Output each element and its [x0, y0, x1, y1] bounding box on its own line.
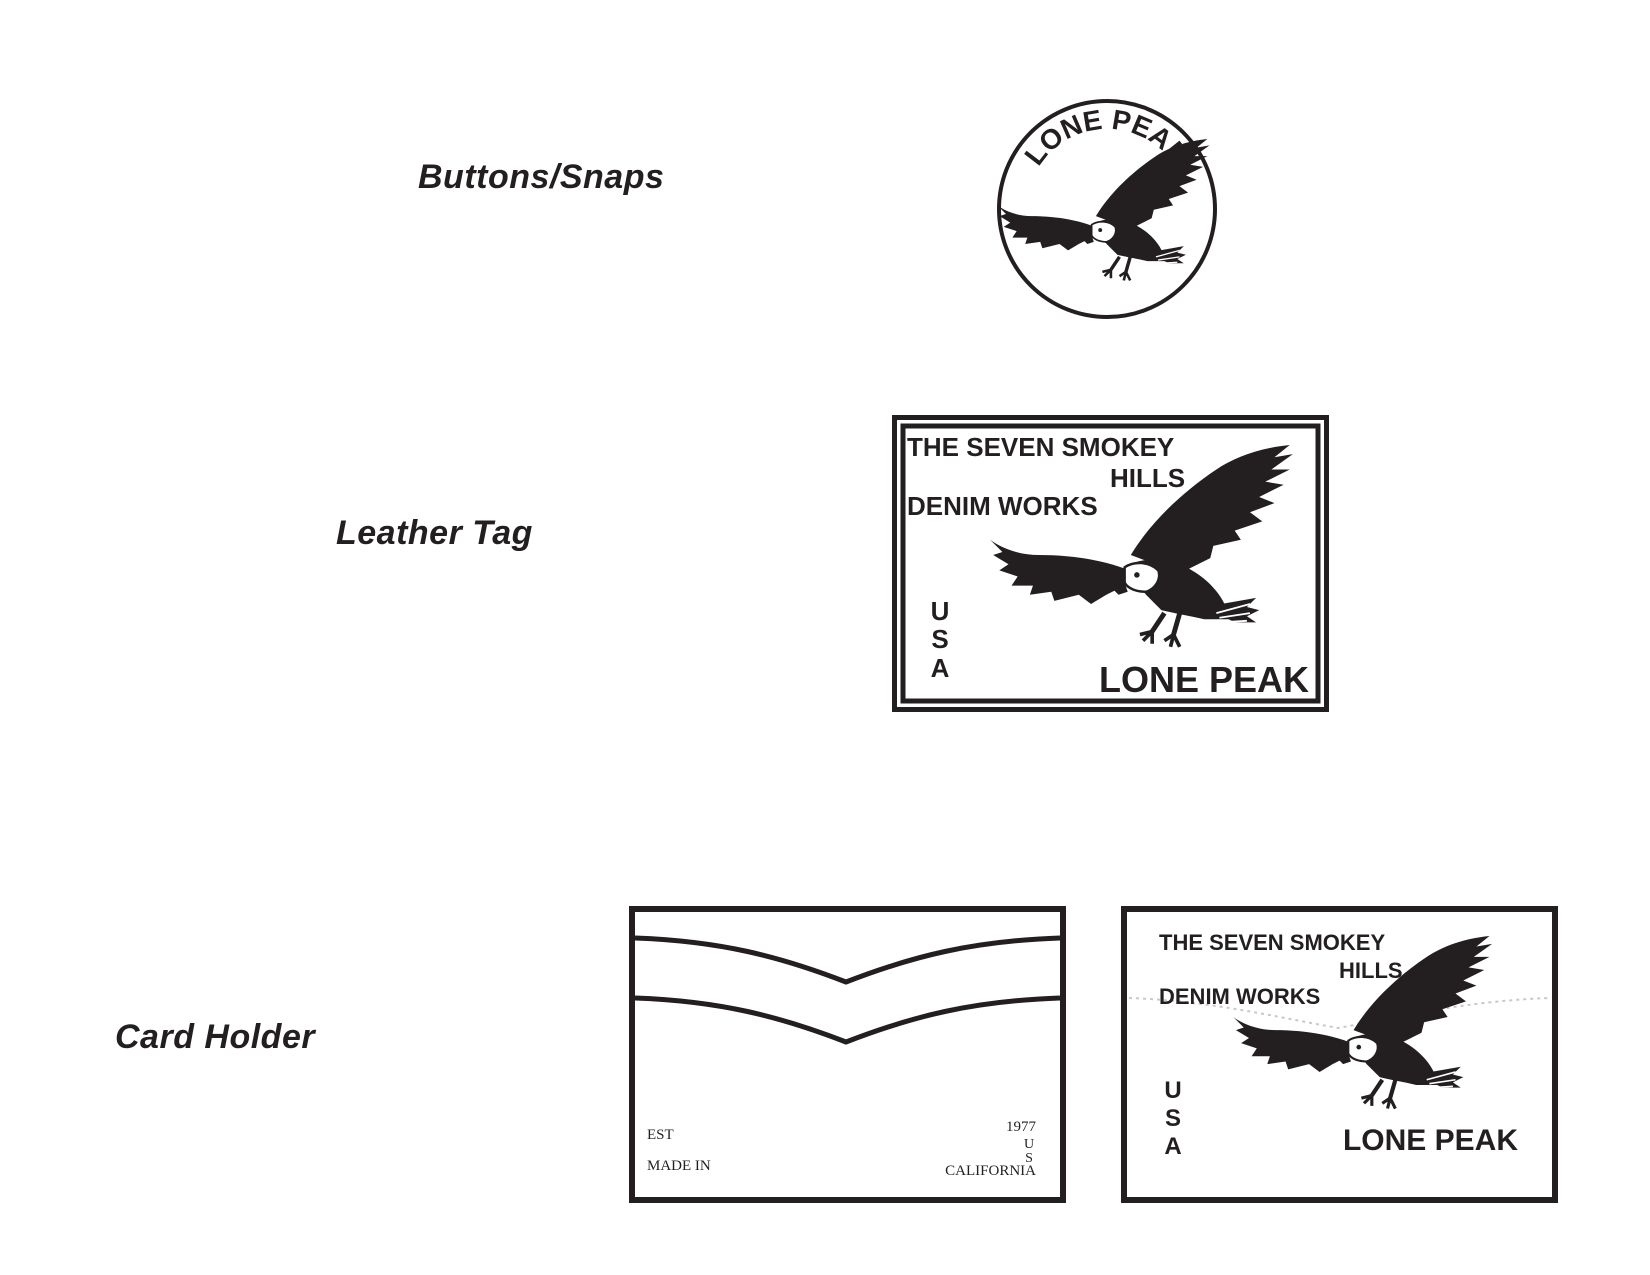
card-est-label: EST — [647, 1127, 674, 1143]
card-pocket-line — [1128, 997, 1551, 1030]
card-us-u: U — [1024, 1137, 1034, 1152]
card-us-s: S — [1025, 1151, 1033, 1166]
card-year: 1977 — [1006, 1119, 1037, 1135]
tag-brand: LONE PEAK — [1099, 659, 1309, 700]
card-line-3: DENIM WORKS — [1159, 984, 1320, 1009]
tag-usa-u: U — [931, 596, 950, 626]
card-usa-u: U — [1164, 1077, 1181, 1104]
card-line-1: THE SEVEN SMOKEY — [1159, 930, 1385, 955]
snap-outline — [997, 99, 1217, 319]
eagle-icon — [997, 139, 1212, 283]
tag-line-2: HILLS — [1110, 463, 1185, 493]
section-label-leather-tag: Leather Tag — [336, 514, 533, 552]
card-line-2: HILLS — [1339, 958, 1403, 983]
card-pocket-line — [634, 995, 1061, 1045]
card-holder-front-design: EST MADE IN 1977 U S CALIFORNIA — [629, 906, 1066, 1203]
leather-tag-design: THE SEVEN SMOKEY HILLS DENIM WORKS U S A… — [892, 415, 1329, 712]
card-holder-back-design: THE SEVEN SMOKEY HILLS DENIM WORKS U S A… — [1121, 906, 1558, 1203]
section-label-card-holder: Card Holder — [115, 1018, 316, 1056]
card-pocket-line — [634, 935, 1061, 985]
tag-usa-s: S — [931, 624, 948, 654]
tag-line-3: DENIM WORKS — [907, 491, 1098, 521]
tag-usa-a: A — [931, 653, 950, 683]
tag-line-1: THE SEVEN SMOKEY — [907, 432, 1174, 462]
section-label-buttons-snaps: Buttons/Snaps — [418, 158, 665, 196]
card-usa-s: S — [1165, 1105, 1181, 1132]
card-state: CALIFORNIA — [945, 1163, 1036, 1179]
card-usa-a: A — [1164, 1133, 1181, 1160]
snap-button-design: LONE PEAK — [997, 99, 1217, 319]
card-made-in-label: MADE IN — [647, 1158, 711, 1174]
card-brand: LONE PEAK — [1343, 1124, 1518, 1157]
